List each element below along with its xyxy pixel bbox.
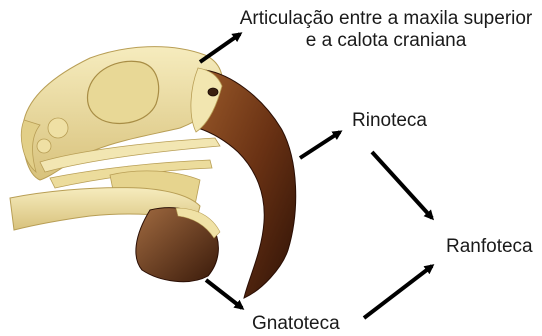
arrow-to-gnatoteca — [206, 280, 242, 308]
arrow-to-articulation — [200, 34, 240, 62]
label-rinoteca: Rinoteca — [352, 110, 427, 132]
arrow-rinoteca-to-ranfoteca — [372, 152, 432, 218]
label-ranfoteca: Ranfoteca — [446, 236, 533, 258]
arrow-gnatoteca-to-ranfoteca — [364, 266, 432, 318]
arrow-to-rinoteca — [300, 132, 340, 158]
label-gnatoteca: Gnatoteca — [252, 313, 340, 335]
label-articulation: Articulação entre a maxila superior e a … — [238, 8, 534, 52]
